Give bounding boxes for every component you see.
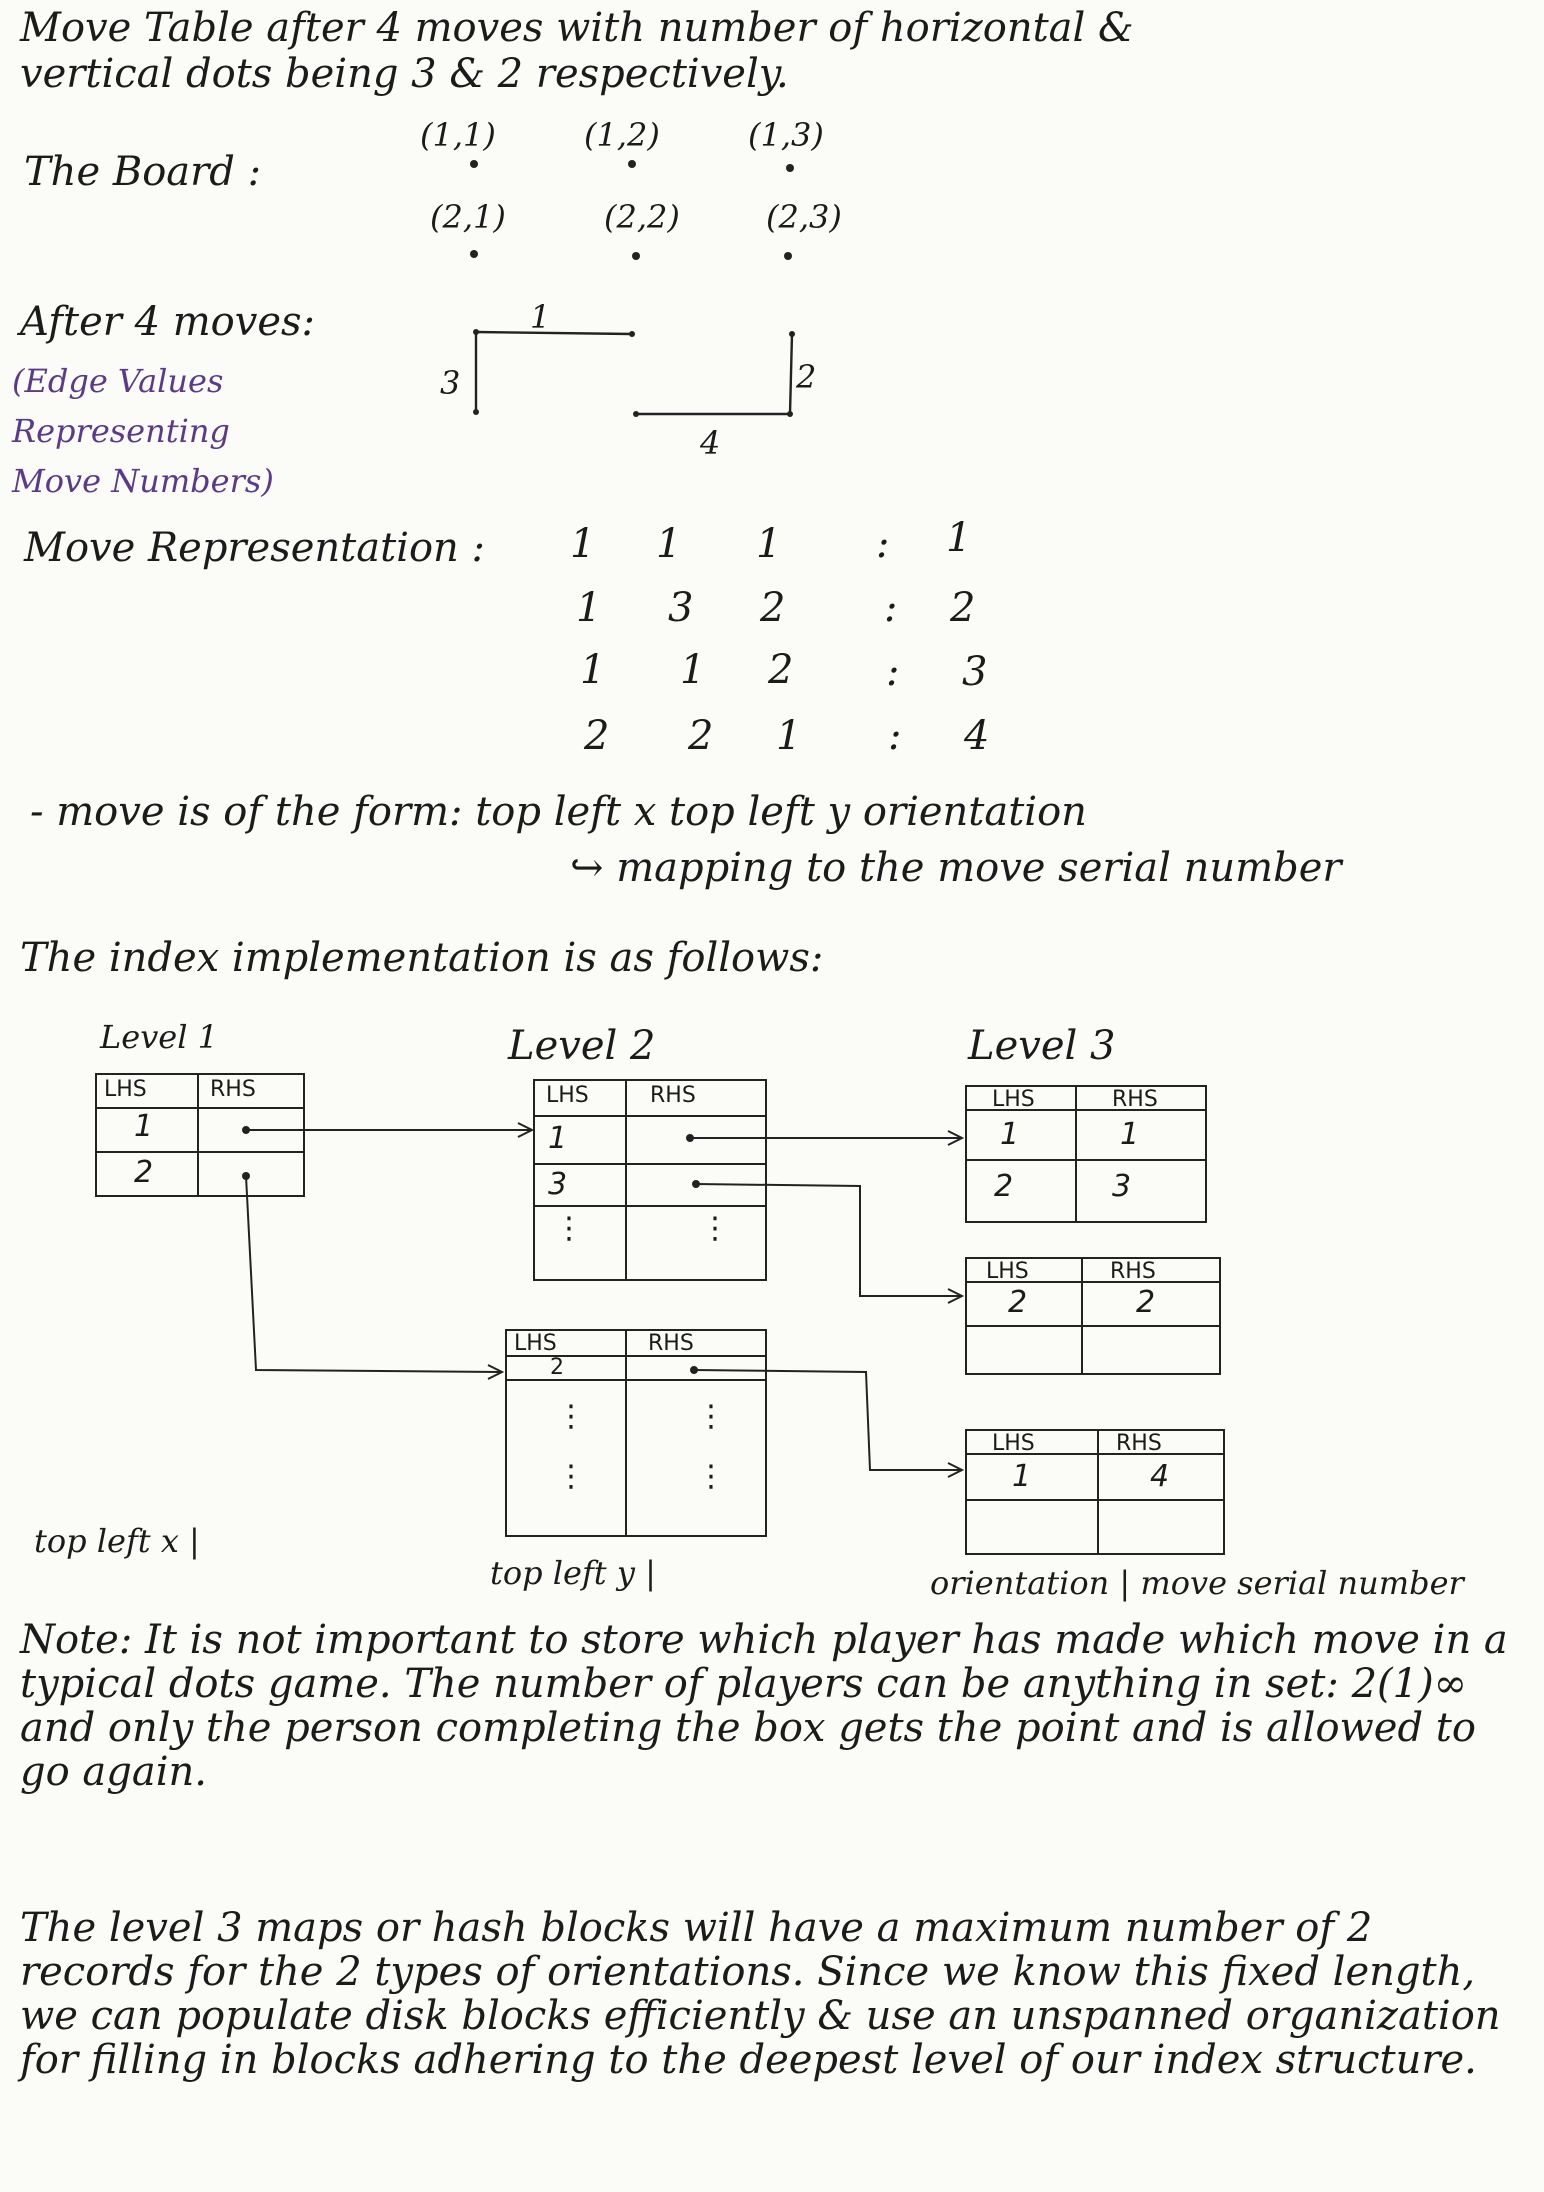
level1-row-2-lhs: 2: [134, 1155, 154, 1190]
move-2-y: 3: [668, 585, 694, 631]
move-4-sep: :: [888, 713, 902, 759]
edge-label-1: 1: [530, 298, 551, 336]
move-3-o: 2: [768, 647, 794, 693]
move-1-sep: :: [876, 521, 890, 567]
move-2-sep: :: [884, 585, 898, 631]
move-3-y: 1: [680, 647, 706, 693]
board-dot-1-2: [628, 160, 636, 168]
arrow-l1-to-l2b: [245, 1175, 501, 1373]
level3c-rhs-header: RHS: [1116, 1431, 1162, 1456]
board-dot-2-1: [470, 250, 478, 258]
level2b-vdots-lhs-2: ⋮: [556, 1459, 586, 1494]
level3a-row-1-rhs: 1: [1120, 1117, 1140, 1152]
level2a-row-1-lhs: 1: [548, 1121, 568, 1156]
level3a-row-2-rhs: 3: [1112, 1169, 1132, 1204]
level3a-rhs-header: RHS: [1112, 1087, 1158, 1112]
edge-label-2: 2: [796, 358, 817, 396]
after-title: After 4 moves:: [20, 299, 316, 345]
move-3-sep: :: [886, 649, 900, 695]
header-line-2: vertical dots being 3 & 2 respectively.: [20, 51, 789, 97]
board-label: The Board :: [24, 149, 262, 195]
move-3-n: 3: [962, 649, 988, 695]
level3c-row-1-rhs: 4: [1150, 1459, 1170, 1494]
level2a-row-2-lhs: 3: [548, 1167, 568, 1202]
level2b-vdots-rhs: ⋮: [696, 1399, 726, 1434]
level3c-lhs-header: LHS: [992, 1431, 1035, 1456]
level3b-row-1-lhs: 2: [1008, 1285, 1028, 1320]
level2b-vdots-lhs: ⋮: [556, 1399, 586, 1434]
level2a-rhs-header: RHS: [650, 1083, 696, 1108]
move-4-x: 2: [584, 713, 610, 759]
footer-orientation: orientation | move serial number: [930, 1564, 1464, 1602]
move-2-x: 1: [576, 585, 602, 631]
board-dot-1-3: [786, 164, 794, 172]
move-4-y: 2: [688, 713, 714, 759]
level2b-vdots-rhs-2: ⋮: [696, 1459, 726, 1494]
board-coord-1-1: (1,1): [420, 116, 496, 154]
level2b-row-1-lhs: 2: [550, 1355, 564, 1380]
level3c-table: [965, 1429, 1225, 1555]
level-1-title: Level 1: [100, 1018, 218, 1056]
form-line-2: ↪ mapping to the move serial number: [570, 845, 1342, 891]
level1-rhs-header: RHS: [210, 1077, 256, 1102]
level2b-lhs-header: LHS: [514, 1331, 557, 1356]
after-note-3: Move Numbers): [12, 462, 274, 500]
board-dot-2-2: [632, 252, 640, 260]
level2a-table: [533, 1079, 767, 1281]
level2a-vdots-lhs: ⋮: [554, 1211, 584, 1246]
edge-2: [788, 333, 794, 415]
move-1-y: 1: [656, 521, 682, 567]
after-note-1: (Edge Values: [12, 362, 224, 400]
level2a-lhs-header: LHS: [546, 1083, 589, 1108]
board-coord-2-2: (2,2): [604, 198, 680, 236]
move-2-o: 2: [760, 585, 786, 631]
move-1-x: 1: [570, 521, 596, 567]
board-coord-1-2: (1,2): [584, 116, 660, 154]
level1-table: [95, 1073, 305, 1197]
edge-label-3: 3: [440, 364, 461, 402]
level3c-row-1-lhs: 1: [1012, 1459, 1032, 1494]
move-4-o: 1: [776, 713, 802, 759]
note-paragraph-1: Note: It is not important to store which…: [20, 1617, 1508, 1795]
level1-lhs-header: LHS: [104, 1077, 147, 1102]
edge-label-4: 4: [700, 424, 721, 462]
level3b-row-1-rhs: 2: [1136, 1285, 1156, 1320]
board-dot-1-1: [470, 160, 478, 168]
level3b-table: [965, 1257, 1221, 1375]
form-line-1: - move is of the form: top left x top le…: [30, 789, 1087, 835]
level3a-row-2-lhs: 2: [994, 1169, 1014, 1204]
edge-1: [475, 330, 633, 336]
index-title: The index implementation is as follows:: [20, 935, 824, 981]
level-3-title: Level 3: [968, 1023, 1116, 1069]
level2a-vdots-rhs: ⋮: [700, 1211, 730, 1246]
level3b-rhs-header: RHS: [1110, 1259, 1156, 1284]
board-dot-2-3: [784, 252, 792, 260]
move-2-n: 2: [950, 585, 976, 631]
move-1-n: 1: [946, 515, 972, 561]
board-coord-2-3: (2,3): [766, 198, 842, 236]
board-coord-1-3: (1,3): [748, 116, 824, 154]
move-1-o: 1: [756, 521, 782, 567]
after-note-2: Representing: [12, 412, 230, 450]
move-3-x: 1: [580, 647, 606, 693]
header-line-1: Move Table after 4 moves with number of …: [20, 5, 1134, 51]
arrow-l2b-to-l3c: [693, 1369, 960, 1471]
moves-label: Move Representation :: [24, 525, 485, 571]
note-paragraph-2: The level 3 maps or hash blocks will hav…: [20, 1905, 1501, 2083]
level3a-lhs-header: LHS: [992, 1087, 1035, 1112]
arrow-l2a-to-l3b: [695, 1183, 960, 1297]
level3b-lhs-header: LHS: [986, 1259, 1029, 1284]
move-4-n: 4: [964, 713, 990, 759]
level3a-table: [965, 1085, 1207, 1223]
level2b-rhs-header: RHS: [648, 1331, 694, 1356]
level1-row-1-lhs: 1: [134, 1109, 154, 1144]
level-2-title: Level 2: [508, 1023, 656, 1069]
level3a-row-1-lhs: 1: [1000, 1117, 1020, 1152]
footer-top-left-y: top left y |: [490, 1554, 656, 1592]
board-coord-2-1: (2,1): [430, 198, 506, 236]
footer-top-left-x: top left x |: [34, 1522, 200, 1560]
level2b-table: [505, 1329, 767, 1537]
